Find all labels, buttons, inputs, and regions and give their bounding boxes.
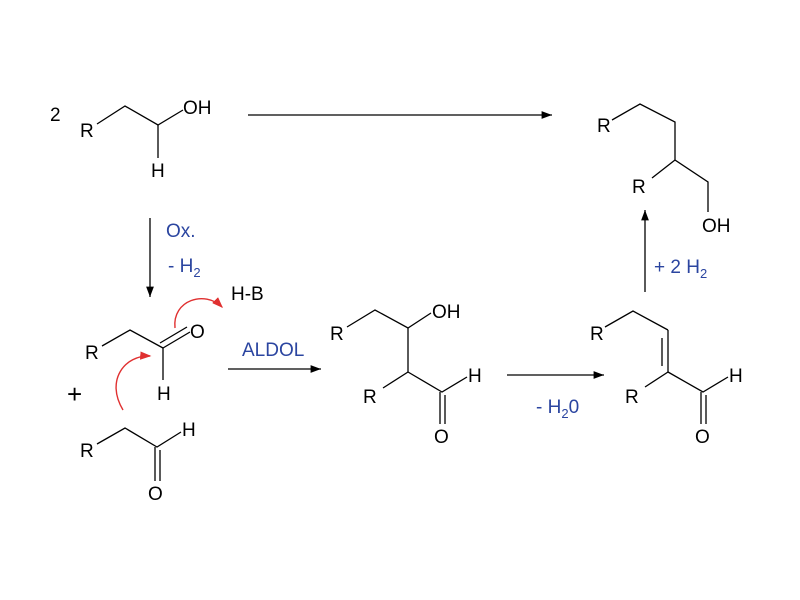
- hydrogenation-label: + 2 H2: [654, 257, 707, 281]
- r-group: R: [363, 387, 377, 408]
- aldol-product: R OH R H O: [330, 302, 482, 448]
- double-bond: [159, 326, 188, 344]
- coefficient: 2: [50, 105, 61, 126]
- product-alcohol: R R OH: [597, 103, 731, 237]
- bond: [382, 371, 409, 389]
- aldehyde-1: R O H: [85, 322, 205, 405]
- dehydrogenation-label: - H2: [168, 256, 201, 280]
- bond: [96, 105, 184, 126]
- oxygen: O: [434, 427, 449, 448]
- hydrogen: H: [468, 366, 482, 387]
- oxygen: O: [190, 322, 205, 343]
- reactant-alcohol: 2 R OH H: [50, 98, 212, 182]
- r-group: R: [632, 177, 646, 198]
- r-group: R: [80, 441, 94, 462]
- hydroxyl: OH: [702, 216, 731, 237]
- aldehyde-2: R H O: [80, 420, 196, 505]
- hydroxyl: OH: [432, 302, 461, 323]
- bond: [604, 310, 669, 331]
- r-group: R: [80, 121, 94, 142]
- oxygen: O: [148, 484, 163, 505]
- bond: [667, 371, 729, 393]
- electron-arrow: [174, 297, 223, 329]
- r-group: R: [330, 324, 344, 345]
- bond: [644, 371, 669, 388]
- r-group: R: [590, 324, 604, 345]
- base: H-B: [231, 284, 264, 305]
- r-group: R: [597, 116, 611, 137]
- plus-sign: +: [67, 379, 82, 409]
- bond: [346, 309, 432, 329]
- r-group: R: [85, 343, 99, 364]
- oxidation-label: Ox.: [166, 221, 196, 242]
- oxygen: O: [695, 427, 710, 448]
- bond: [651, 159, 676, 179]
- hydrogen: H: [182, 420, 196, 441]
- bond: [96, 427, 182, 448]
- r-group: R: [625, 387, 639, 408]
- bond: [162, 331, 191, 349]
- aldol-label: ALDOL: [242, 340, 304, 361]
- bond: [611, 103, 709, 212]
- hydroxyl: OH: [183, 98, 212, 119]
- dehydration-label: - H20: [536, 397, 579, 421]
- hydrogen: H: [151, 161, 165, 182]
- hydrogen: H: [729, 366, 743, 387]
- bond: [407, 371, 468, 393]
- hydrogen: H: [157, 384, 171, 405]
- unsaturated-aldehyde: R R H O: [590, 310, 743, 448]
- electron-arrow: [115, 351, 152, 411]
- bond: [101, 329, 164, 349]
